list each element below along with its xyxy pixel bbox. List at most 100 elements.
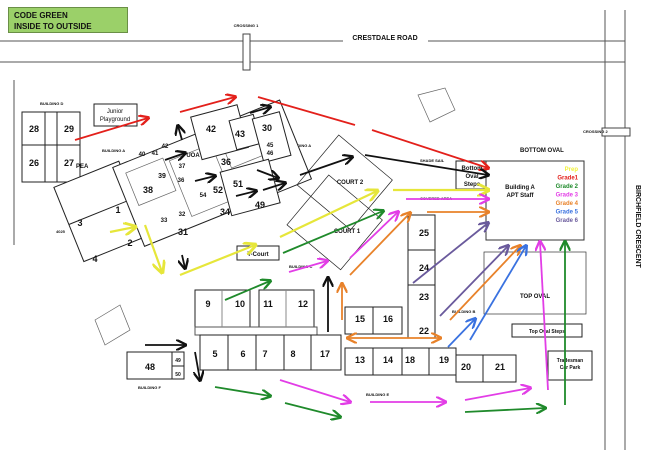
svg-text:45: 45: [267, 143, 274, 149]
svg-text:3: 3: [77, 218, 82, 228]
grade5-route: [447, 246, 526, 348]
svg-text:36: 36: [178, 178, 185, 184]
svg-text:COURT 1: COURT 1: [334, 229, 361, 235]
svg-text:42: 42: [206, 124, 216, 134]
crestdale-road: CRESTDALE ROAD CROSSING 1: [0, 23, 625, 71]
svg-text:29: 29: [64, 124, 74, 134]
svg-text:18: 18: [405, 355, 415, 365]
svg-text:54: 54: [200, 193, 207, 199]
svg-text:16: 16: [383, 314, 393, 324]
crossing-2-label: CROSSING 2: [583, 129, 608, 134]
court-1: COURT 1: [286, 174, 383, 271]
shade-sail-shape: [417, 87, 456, 123]
grade4-route: [342, 212, 520, 338]
shade-sail-shape-2: [94, 304, 131, 346]
svg-text:23: 23: [419, 292, 429, 302]
shade-sail-label: SHADE SAIL: [420, 158, 445, 163]
court-2: COURT 2: [296, 134, 393, 231]
svg-text:Steps: Steps: [464, 182, 481, 188]
svg-text:6: 6: [240, 349, 245, 359]
top-oval: TOP OVAL Top Oval Steps: [483, 251, 587, 338]
svg-text:TOP OVAL: TOP OVAL: [520, 294, 550, 300]
svg-text:7: 7: [262, 349, 267, 359]
svg-text:20: 20: [461, 362, 471, 372]
svg-text:25: 25: [419, 228, 429, 238]
svg-text:BUILDING E: BUILDING E: [366, 392, 389, 397]
svg-text:Building A: Building A: [505, 185, 535, 191]
crossing-1-label: CROSSING 1: [234, 23, 259, 28]
svg-text:BUILDING D: BUILDING D: [40, 101, 63, 106]
svg-text:UOA: UOA: [186, 153, 200, 159]
svg-text:Tradesman: Tradesman: [557, 358, 583, 364]
svg-text:33: 33: [161, 218, 168, 224]
legend-item: Grade1: [557, 176, 578, 182]
svg-text:Car Park: Car Park: [560, 365, 581, 371]
svg-text:Oval: Oval: [465, 174, 478, 180]
building-c-label: BUILDING C: [289, 264, 312, 269]
svg-text:34: 34: [220, 207, 230, 217]
svg-text:10: 10: [235, 299, 245, 309]
building-a-label: BUILDING A: [102, 148, 125, 153]
grade3-route: [279, 199, 549, 402]
birchfield-crescent: CROSSING 2 BIRCHFIELD CRESCENT: [583, 10, 641, 450]
svg-text:9: 9: [205, 299, 210, 309]
assembly-area-building-a: Building A APT Staff: [485, 160, 585, 241]
svg-text:43: 43: [235, 129, 245, 139]
svg-text:APT Staff: APT Staff: [507, 193, 535, 199]
svg-text:Top Oval Steps: Top Oval Steps: [529, 329, 565, 335]
legend-item: Grade 6: [556, 218, 579, 224]
svg-text:46: 46: [267, 151, 274, 157]
svg-text:13: 13: [355, 355, 365, 365]
legend-item: Grade 5: [556, 210, 579, 216]
building-a: 1 3 2 4 42 43 30 45 46 36 51 52 34 49 54…: [53, 99, 313, 264]
legend-item: Grade 2: [556, 184, 579, 190]
building-a-label-2: BUILDING A: [288, 143, 311, 148]
svg-text:BUILDING B: BUILDING B: [452, 309, 475, 314]
svg-text:50: 50: [175, 372, 181, 378]
svg-text:1: 1: [115, 205, 120, 215]
svg-text:2: 2: [127, 238, 132, 248]
bottom-oval-label: BOTTOM OVAL: [520, 148, 564, 154]
svg-text:21: 21: [495, 362, 505, 372]
svg-text:38: 38: [143, 185, 153, 195]
svg-text:14: 14: [383, 355, 393, 365]
svg-text:37: 37: [179, 164, 186, 170]
svg-text:51: 51: [233, 179, 243, 189]
map-title: CODE GREEN INSIDE TO OUTSIDE: [8, 7, 128, 33]
legend-item: Prep: [565, 167, 579, 173]
birchfield-crescent-label: BIRCHFIELD CRESCENT: [634, 185, 641, 269]
bottom-oval-steps: Bottom Oval Steps: [455, 160, 488, 190]
building-d: BUILDING D 28 29 26 27: [21, 101, 81, 183]
pea-label: PEA: [76, 164, 89, 170]
junior-playground: Junior Playground: [93, 103, 138, 127]
svg-text:27: 27: [64, 158, 74, 168]
svg-text:BUILDING F: BUILDING F: [138, 385, 161, 390]
legend-item: Grade 4: [556, 201, 579, 207]
svg-text:4: 4: [92, 254, 97, 264]
svg-text:39: 39: [158, 173, 166, 180]
svg-text:Bottom: Bottom: [462, 166, 483, 172]
title-line-1: CODE GREEN: [14, 11, 68, 20]
t-court: T-Court: [236, 245, 280, 261]
evacuation-routes: [74, 97, 565, 417]
svg-text:28: 28: [29, 124, 39, 134]
svg-text:11: 11: [263, 299, 273, 309]
svg-text:48: 48: [145, 362, 155, 372]
svg-text:40: 40: [139, 152, 146, 158]
crossing-1: [242, 33, 251, 71]
svg-text:52: 52: [213, 185, 223, 195]
svg-text:T-Court: T-Court: [247, 252, 268, 258]
grade1-route: [74, 97, 488, 168]
svg-text:Playground: Playground: [100, 117, 130, 123]
black-route: [145, 107, 488, 380]
svg-text:Junior: Junior: [107, 109, 123, 115]
svg-text:42: 42: [162, 144, 169, 150]
svg-text:19: 19: [439, 355, 449, 365]
svg-text:8: 8: [290, 349, 295, 359]
svg-text:17: 17: [320, 349, 330, 359]
grade6-route: [412, 223, 508, 317]
